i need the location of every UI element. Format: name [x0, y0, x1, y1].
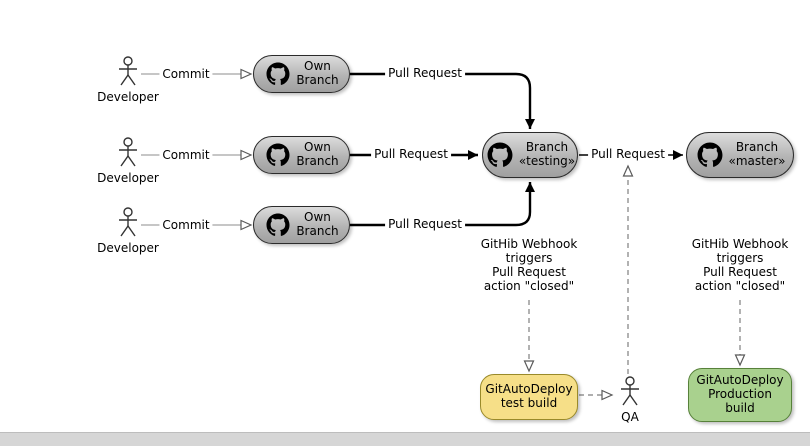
octocat-icon — [485, 142, 515, 168]
node-label: GitAutoDeploy Production build — [696, 373, 784, 415]
octocat-icon — [264, 213, 292, 237]
actor-icon — [619, 376, 641, 408]
edge-label-commit-3: Commit — [159, 218, 213, 232]
edge-label-commit-2: Commit — [159, 148, 213, 162]
edge-label-pull-request-4: Pull Request — [588, 147, 668, 161]
node-label: Own Branch — [296, 59, 339, 87]
node-label: Branch «master» — [728, 140, 786, 168]
node-label: GitAutoDeploy test build — [485, 382, 573, 410]
node-label: Own Branch — [296, 140, 339, 168]
own-branch-node-1: Own Branch — [253, 55, 350, 93]
edge-label-pull-request-1: Pull Request — [385, 66, 465, 80]
node-label: Branch «testing» — [518, 140, 576, 168]
actor-label: QA — [621, 410, 639, 424]
gitautodeploy-test-build-node: GitAutoDeploy test build — [480, 374, 578, 420]
octocat-icon — [695, 142, 725, 168]
webhook-note-testing: GitHib Webhook triggers Pull Request act… — [467, 237, 591, 293]
actor-label: Developer — [97, 171, 159, 185]
pull-request-arrow-1 — [350, 72, 535, 129]
edge-label-pull-request-2: Pull Request — [371, 147, 451, 161]
actor-label: Developer — [97, 241, 159, 255]
actor-label: Developer — [97, 90, 159, 104]
edge-label-pull-request-3: Pull Request — [385, 217, 465, 231]
branch-master-node: Branch «master» — [686, 132, 794, 178]
octocat-icon — [264, 143, 292, 167]
edge-label-commit-1: Commit — [159, 67, 213, 81]
bottom-scrollbar[interactable] — [0, 432, 810, 446]
actor-icon — [117, 137, 139, 169]
own-branch-node-2: Own Branch — [253, 136, 350, 174]
gitautodeploy-production-build-node: GitAutoDeploy Production build — [688, 368, 792, 422]
actor-icon — [117, 207, 139, 239]
branch-testing-node: Branch «testing» — [482, 132, 578, 178]
node-label: Own Branch — [296, 210, 339, 238]
octocat-icon — [264, 62, 292, 86]
webhook-note-master: GitHib Webhook triggers Pull Request act… — [678, 237, 802, 293]
actor-icon — [117, 56, 139, 88]
own-branch-node-3: Own Branch — [253, 206, 350, 244]
